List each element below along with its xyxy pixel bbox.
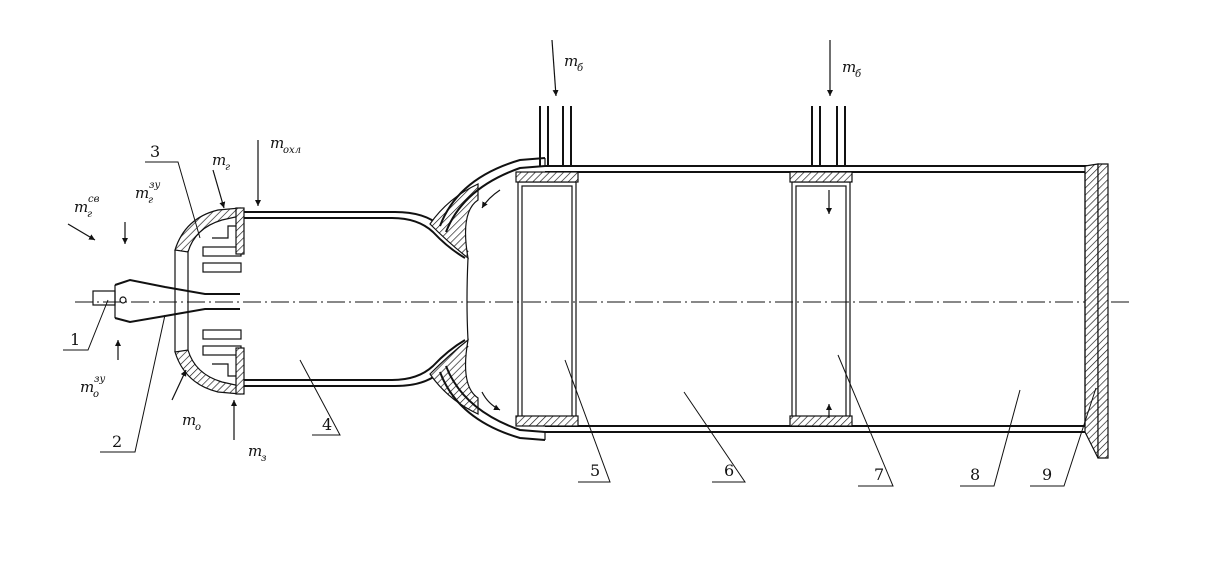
fuel-sv-arrow — [67, 223, 96, 241]
svg-text:г: г — [225, 162, 230, 173]
leader-9 — [1030, 387, 1097, 487]
svg-text:б: б — [577, 63, 584, 74]
leader-7 — [837, 354, 894, 487]
svg-text:m: m — [135, 184, 149, 202]
ballast-injector-2 — [789, 106, 853, 427]
svg-text:г: г — [87, 209, 92, 220]
leader-5 — [564, 359, 611, 483]
svg-text:б: б — [855, 69, 862, 80]
svg-text:о: о — [195, 422, 201, 433]
leader-3 — [145, 161, 201, 239]
part-label-6: 6 — [724, 461, 734, 480]
part-label-3: 3 — [150, 142, 160, 161]
combustion-chamber — [244, 183, 479, 415]
label-ballast2: m б — [842, 58, 862, 80]
svg-text:о: о — [93, 389, 99, 400]
exit-flange — [1084, 163, 1109, 459]
igniter — [92, 278, 240, 324]
svg-text:зу: зу — [94, 374, 105, 385]
leader-2 — [100, 314, 166, 453]
label-cool: m охл — [270, 134, 301, 156]
label-fuel-sv: m г св — [74, 194, 100, 220]
leader-4 — [299, 359, 341, 436]
part-label-1: 1 — [70, 330, 80, 349]
label-ms: m з — [248, 442, 266, 464]
svg-text:m: m — [74, 198, 88, 216]
svg-text:зу: зу — [149, 180, 160, 191]
leader-8 — [960, 389, 1021, 487]
label-fuel-zu: m г зу — [135, 180, 160, 206]
injector-head — [174, 207, 245, 395]
svg-text:m: m — [212, 151, 226, 169]
svg-text:m: m — [248, 442, 262, 460]
svg-text:m: m — [182, 411, 196, 429]
ox-main-arrow — [171, 369, 187, 401]
svg-text:з: з — [261, 453, 266, 464]
part-label-2: 2 — [112, 432, 122, 451]
mixing-chamber-shell — [439, 157, 1090, 441]
leader-1 — [63, 299, 109, 351]
ballast-injector-1 — [515, 106, 579, 427]
fuel-main-arrow — [212, 169, 226, 209]
leader-6 — [683, 391, 746, 483]
svg-text:охл: охл — [283, 145, 301, 156]
label-ox-main: m о — [182, 411, 201, 433]
svg-text:m: m — [564, 52, 578, 70]
svg-text:г: г — [148, 195, 153, 206]
part-label-7: 7 — [874, 465, 884, 484]
label-ballast1: m б — [564, 52, 584, 74]
svg-text:m: m — [80, 378, 94, 396]
label-ox-zu: m о зу — [80, 374, 105, 400]
svg-text:m: m — [842, 58, 856, 76]
svg-text:св: св — [88, 194, 100, 205]
part-label-4: 4 — [322, 415, 332, 434]
svg-text:m: m — [270, 134, 284, 152]
part-label-8: 8 — [970, 465, 980, 484]
part-label-5: 5 — [590, 461, 600, 480]
part-label-9: 9 — [1042, 465, 1052, 484]
ballast1-arrow — [551, 39, 559, 97]
label-fuel-main: m г — [212, 151, 230, 173]
